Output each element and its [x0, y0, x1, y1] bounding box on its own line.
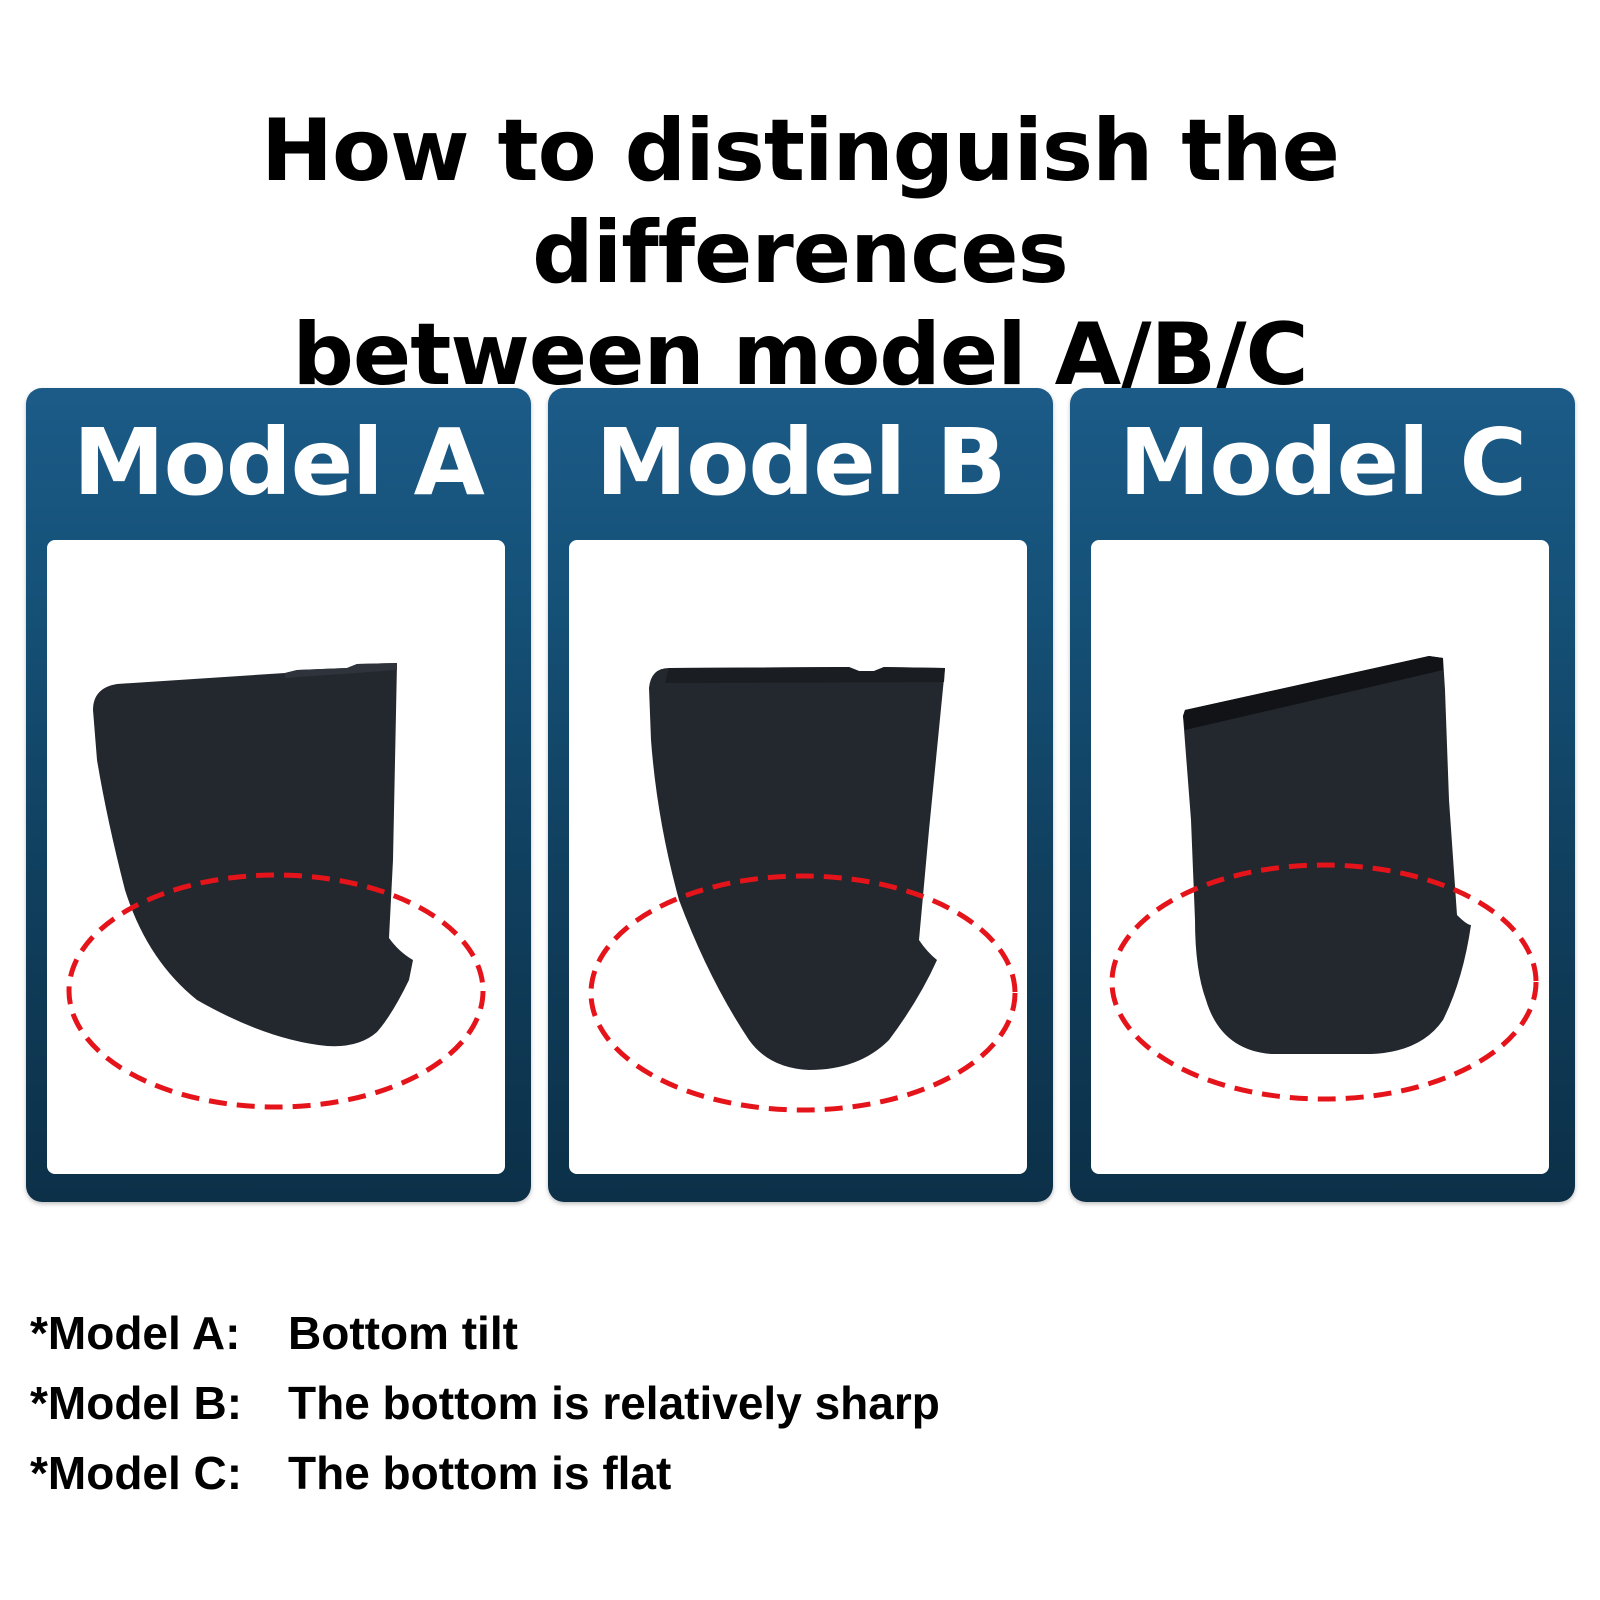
note-prefix: *Model A:	[30, 1307, 241, 1359]
model-c-photo	[1091, 540, 1549, 1174]
model-a-panel: Model A	[26, 388, 531, 1202]
note-prefix: *Model B:	[30, 1377, 243, 1429]
highlight-ellipse	[588, 873, 1018, 1113]
model-c-panel: Model C	[1070, 388, 1575, 1202]
highlight-ellipse	[66, 872, 486, 1110]
shoe-cover-flat-bottom-icon	[1109, 656, 1539, 1102]
model-c-label: Model C	[1118, 409, 1527, 516]
model-b-label: Model B	[595, 409, 1007, 516]
note-prefix: *Model C:	[30, 1447, 243, 1499]
note-model-b: *Model B: The bottom is relatively sharp	[30, 1368, 940, 1438]
highlight-ellipse	[1109, 862, 1539, 1102]
page-title: How to distinguish the differences betwe…	[0, 100, 1600, 406]
model-b-panel: Model B	[548, 388, 1053, 1202]
note-model-a: *Model A: Bottom tilt	[30, 1298, 940, 1368]
shoe-cover-sharp-bottom-icon	[588, 667, 1018, 1113]
shoe-cover-tilted-bottom-icon	[66, 663, 486, 1110]
model-a-photo	[47, 540, 505, 1174]
note-text: Bottom tilt	[288, 1307, 518, 1359]
note-model-c: *Model C: The bottom is flat	[30, 1438, 940, 1508]
model-a-label: Model A	[73, 409, 485, 516]
note-text: The bottom is flat	[288, 1447, 672, 1499]
model-b-photo	[569, 540, 1027, 1174]
note-text: The bottom is relatively sharp	[288, 1377, 940, 1429]
title-line-1: How to distinguish the differences	[261, 101, 1340, 303]
model-notes: *Model A: Bottom tilt *Model B: The bottom…	[30, 1298, 940, 1508]
